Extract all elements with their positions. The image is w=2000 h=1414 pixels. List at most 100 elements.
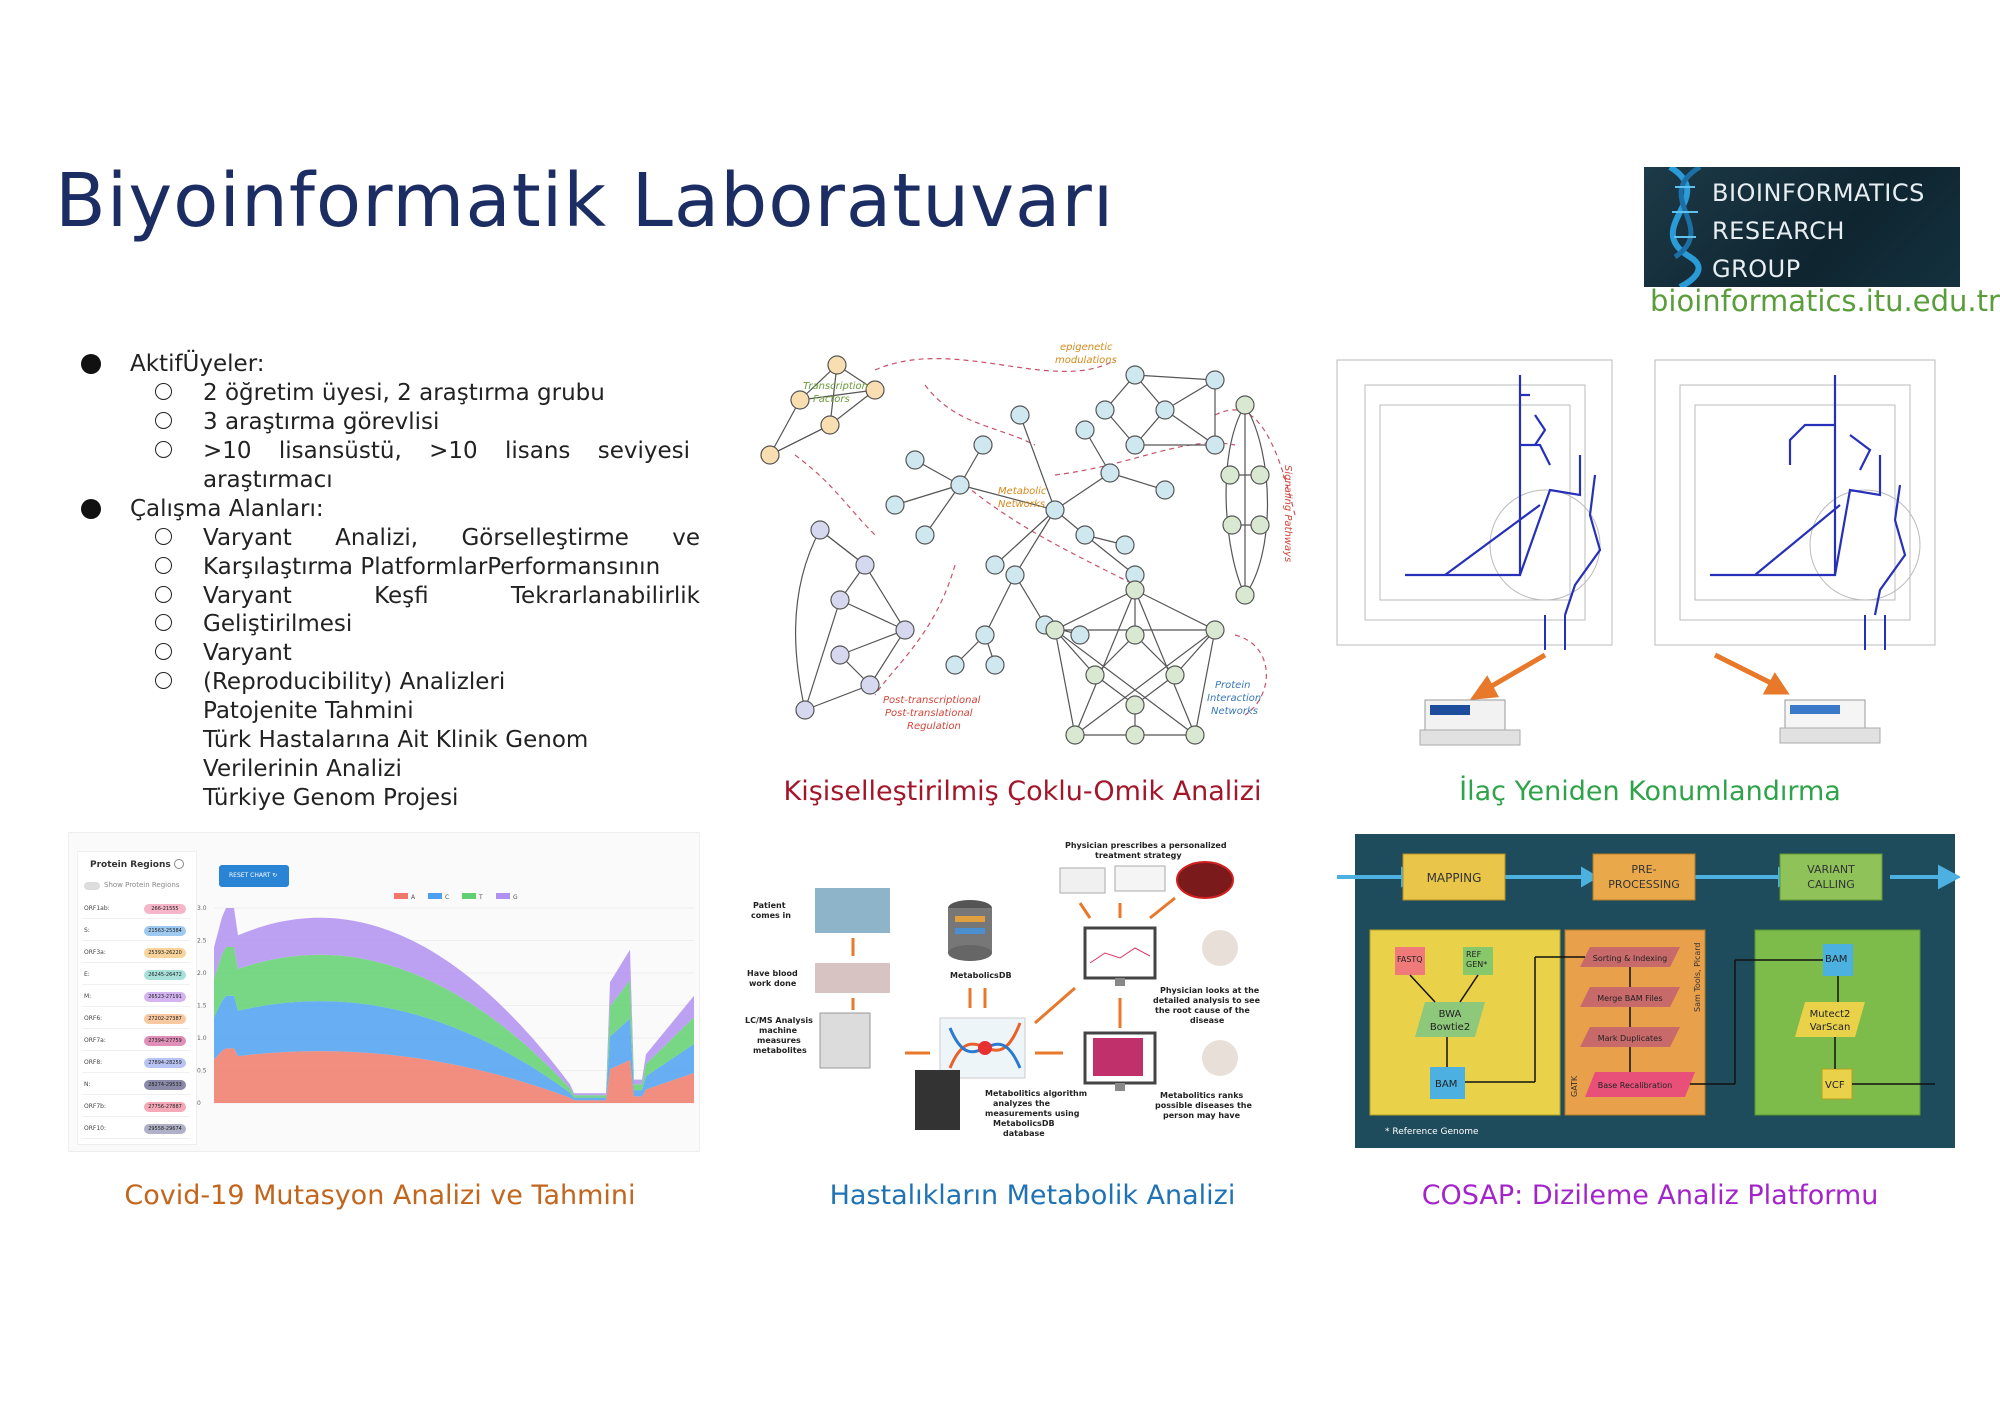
region-name: M: — [84, 993, 92, 1000]
dna-graphic — [939, 1017, 1026, 1079]
label-metabolic: Metabolic — [998, 486, 1047, 497]
bullet-circle — [155, 643, 172, 660]
areas-line: Verilerinin Analizi — [203, 756, 402, 782]
box-bam-2: BAM — [1825, 954, 1847, 965]
region-row[interactable]: ORF3a:25393-26220 — [82, 946, 190, 963]
bullet-circle — [155, 412, 172, 429]
label-machine: machine — [759, 1026, 798, 1035]
bullet-circle — [155, 557, 172, 574]
stacked-area-C — [214, 995, 694, 1101]
bullet-circle — [155, 672, 172, 689]
region-range-badge: 28274-29533 — [144, 1080, 186, 1090]
region-name: ORF10: — [84, 1125, 106, 1132]
region-row[interactable]: S: 21563-25384 — [82, 924, 190, 941]
stage-mapping: MAPPING — [1427, 871, 1482, 885]
box-varscan: VarScan — [1810, 1022, 1851, 1033]
areas-line: Türkiye Genom Projesi — [203, 785, 459, 811]
metabolic-svg: Patient comes in Have blood work done LC… — [745, 841, 1261, 1138]
region-name: ORF8: — [84, 1059, 103, 1066]
box-duplicates: Mark Duplicates — [1598, 1034, 1663, 1043]
stage-preprocessing-2: PROCESSING — [1608, 878, 1680, 891]
pill-box-1 — [1419, 699, 1521, 746]
label-root: the root cause of the — [1155, 1006, 1250, 1015]
label-comes-in: comes in — [751, 911, 791, 920]
region-row[interactable]: N:28274-29533 — [82, 1078, 190, 1095]
bullet-circle — [155, 614, 172, 631]
areas-line: Karşılaştırma PlatformlarPerformansının — [203, 554, 661, 580]
reset-chart-button[interactable]: RESET CHART ↻ — [219, 865, 289, 887]
box-vcf: VCF — [1825, 1080, 1845, 1091]
label-treatment: treatment strategy — [1095, 851, 1182, 860]
label-patient: Patient — [753, 901, 786, 910]
region-row[interactable]: ORF1ab: 266-21555 — [82, 902, 190, 919]
bullet-circle — [155, 383, 172, 400]
info-icon[interactable] — [174, 859, 184, 869]
legend-swatch[interactable] — [496, 893, 510, 899]
region-name: S: — [84, 927, 90, 934]
label-person: person may have — [1163, 1111, 1241, 1120]
areas-line-text: Varyant Keşfi Tekrarlanabilirlik — [203, 583, 700, 609]
region-range-badge: 25393-26220 — [144, 948, 186, 958]
label-database: database — [1003, 1129, 1045, 1138]
stage-preprocessing: PRE- — [1631, 863, 1656, 876]
label-prescribes: Physician prescribes a personalized — [1065, 841, 1227, 850]
region-row[interactable]: E: 26245-26472 — [82, 968, 190, 985]
region-row[interactable]: ORF7a:27394-27759 — [82, 1034, 190, 1051]
logo: BIOINFORMATICS RESEARCH GROUP — [1644, 167, 1960, 287]
side-label-samtools: Sam Tools, Picard — [1693, 942, 1702, 1012]
legend-swatch[interactable] — [462, 893, 476, 899]
areas-line: (Reproducibility) Analizleri — [203, 669, 506, 695]
network-svg: Transcription Factors epigenetic modulat… — [760, 342, 1296, 745]
label-metabolicsdb: MetabolicsDB — [950, 971, 1012, 980]
region-range-badge: 27756-27887 — [144, 1102, 186, 1112]
toggle-switch[interactable] — [84, 882, 100, 890]
monitor-1 — [1083, 926, 1157, 986]
legend-swatch[interactable] — [428, 893, 442, 899]
monitor-2 — [1083, 1031, 1157, 1091]
areas-line: Varyant Keşfi Tekrarlanabilirlik — [203, 583, 700, 609]
bullet-dot — [81, 354, 101, 374]
y-tick-label: 1.5 — [197, 1003, 207, 1010]
region-name: ORF1ab: — [84, 905, 110, 912]
label-networks-2: Networks — [1211, 706, 1258, 717]
logo-line-3: GROUP — [1712, 255, 1801, 283]
areas-line: Varyant — [203, 640, 292, 666]
toggle-label: Show Protein Regions — [104, 881, 180, 889]
label-epigenetic: epigenetic — [1060, 342, 1113, 353]
protein-regions-sidebar: Protein Regions Show Protein Regions ORF… — [77, 851, 197, 1145]
doctor-photo-2 — [1202, 1040, 1238, 1076]
legend-swatch[interactable] — [394, 893, 408, 899]
metabolic-diagram: Patient comes in Have blood work done LC… — [745, 838, 1275, 1138]
region-row[interactable]: M:26523-27191 — [82, 990, 190, 1007]
areas-line: Varyant Analizi, Görselleştirme ve — [203, 525, 700, 551]
cosap-footnote: * Reference Genome — [1385, 1127, 1479, 1137]
y-tick-label: 1.0 — [197, 1035, 207, 1042]
region-row[interactable]: ORF6:27202-27387 — [82, 1012, 190, 1029]
pill-box-2 — [1779, 699, 1881, 744]
region-range-badge: 26245-26472 — [144, 970, 186, 980]
region-row[interactable]: ORF8:27894-28259 — [82, 1056, 190, 1073]
label-physician-looks: Physician looks at the — [1160, 986, 1260, 995]
caption-metabolic: Hastalıkların Metabolik Analizi — [829, 1180, 1236, 1211]
cosap-diagram: MAPPING PRE- PROCESSING VARIANT CALLING … — [1335, 832, 1960, 1150]
box-bwa: BWA — [1439, 1009, 1462, 1020]
region-name: ORF6: — [84, 1015, 103, 1022]
legend-label: T — [478, 894, 483, 901]
side-label-gatk: GATK — [1570, 1075, 1579, 1097]
box-gen: GEN* — [1466, 960, 1487, 969]
areas-heading: Çalışma Alanları: — [130, 496, 324, 522]
label-ranks: Metabolitics ranks — [1160, 1091, 1244, 1100]
region-range-badge: 21563-25384 — [144, 926, 186, 936]
region-range-badge: 266-21555 — [144, 904, 186, 914]
y-tick-label: 0 — [197, 1100, 201, 1107]
region-row[interactable]: ORF7b:27756-27887 — [82, 1100, 190, 1117]
label-protein: Protein — [1215, 680, 1250, 691]
bullet-dot — [81, 499, 101, 519]
legend-label: G — [513, 894, 518, 901]
computer-tower — [915, 1070, 960, 1130]
region-name: E: — [84, 971, 90, 978]
label-lcms: LC/MS Analysis — [745, 1016, 813, 1025]
y-tick-label: 3.0 — [197, 905, 207, 912]
region-row[interactable]: ORF10:29558-29674 — [82, 1122, 190, 1139]
drug-diagram — [1335, 355, 1960, 755]
